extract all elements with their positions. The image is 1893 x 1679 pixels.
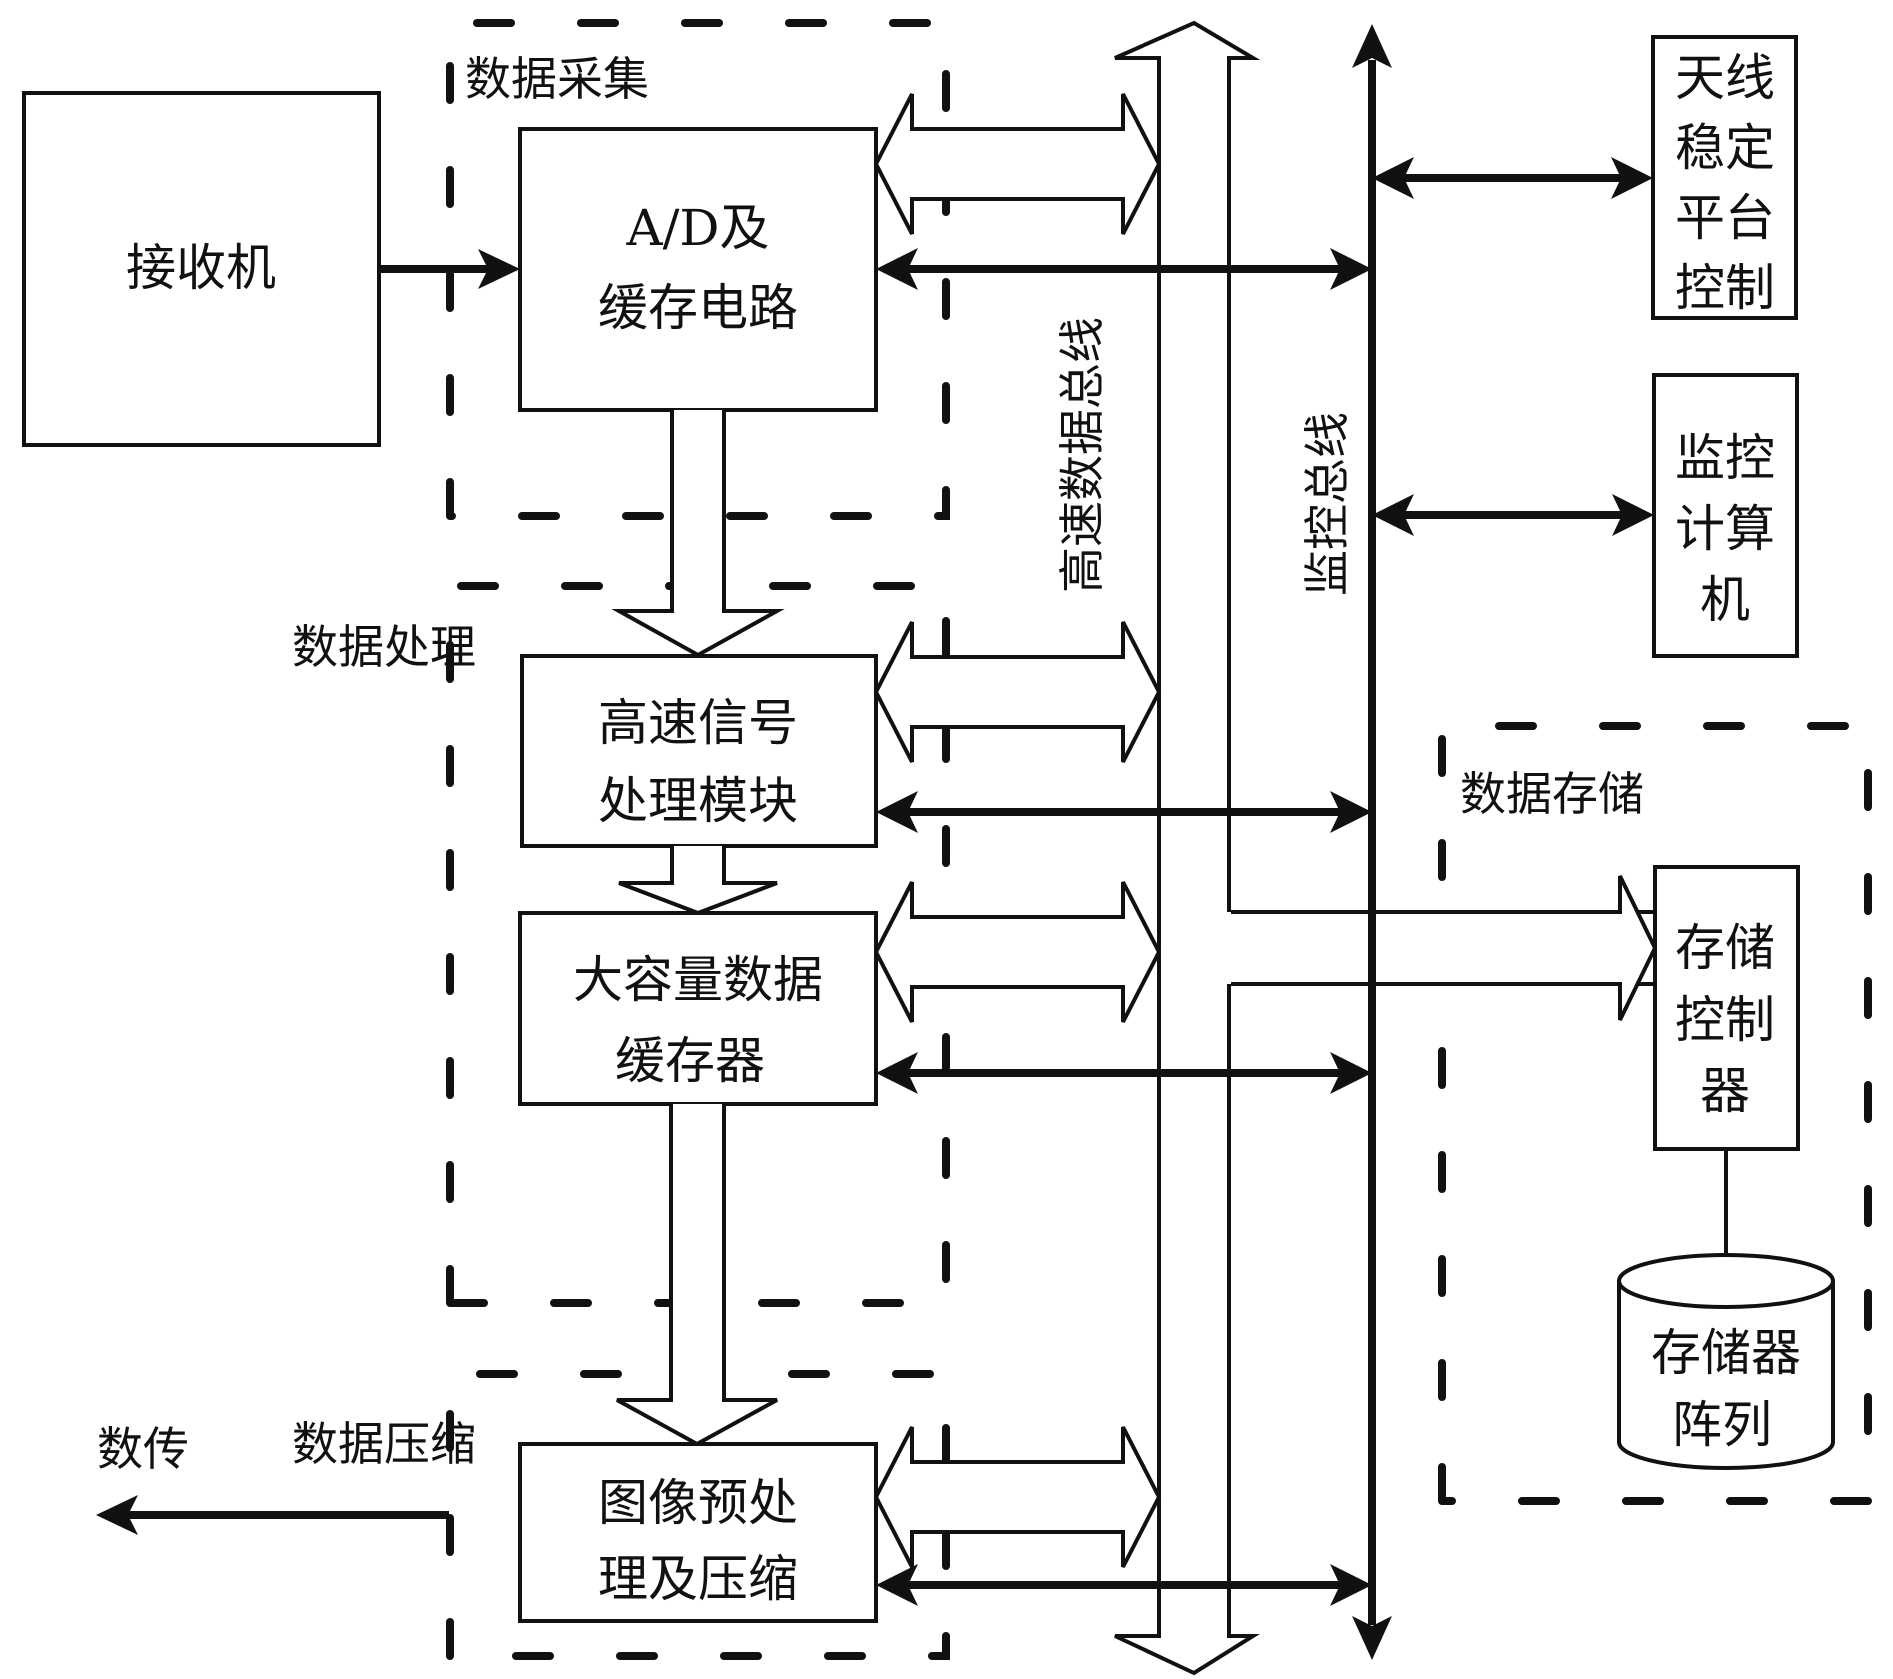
arrow-output-data-transmission: [96, 1495, 449, 1535]
bus-label-monitor: 监控总线: [1300, 412, 1354, 596]
high-speed-data-bus: [1114, 20, 1657, 1676]
block-storage-array-label-line2: 阵列: [1672, 1396, 1772, 1454]
flow-arrow-signal-to-mass: [618, 846, 778, 916]
block-signal-processor[interactable]: 高速信号 处理模块: [520, 654, 878, 848]
block-storage-ctrl-label-line1: 存储: [1675, 919, 1775, 977]
block-monitor-label-line1: 监控: [1675, 429, 1775, 487]
block-mass-label-line2: 缓存器: [615, 1032, 765, 1090]
block-adc-label-line1: A/D及: [625, 199, 769, 257]
block-signal-label-line1: 高速信号: [598, 694, 798, 752]
block-monitor-computer[interactable]: 监控 计算 机: [1652, 373, 1799, 658]
block-receiver[interactable]: 接收机: [22, 91, 381, 447]
block-antenna-label-line4: 控制: [1675, 259, 1775, 317]
flow-arrow-mass-to-image: [616, 1104, 778, 1447]
block-storage-array-label-line1: 存储器: [1651, 1324, 1801, 1382]
block-receiver-label: 接收机: [126, 239, 276, 297]
arrow-receiver-to-adc: [379, 249, 520, 289]
group-label-acquisition: 数据采集: [465, 52, 649, 106]
block-adc-buffer[interactable]: A/D及 缓存电路: [518, 127, 878, 412]
output-label-data-transmission: 数传: [97, 1422, 189, 1476]
flow-arrow-adc-to-signal: [611, 410, 785, 658]
block-storage-controller[interactable]: 存储 控制 器: [1653, 865, 1800, 1151]
block-storage-ctrl-label-line2: 控制: [1675, 991, 1775, 1049]
hollow-link-adc: [873, 93, 1162, 235]
group-label-processing: 数据处理: [292, 620, 476, 674]
block-image-compress[interactable]: 图像预处 理及压缩: [518, 1442, 878, 1623]
hollow-link-image: [873, 1426, 1162, 1568]
control-link-antenna: [1372, 157, 1653, 199]
hollow-link-mass: [873, 881, 1162, 1023]
block-antenna-label-line2: 稳定: [1675, 119, 1775, 177]
block-storage-ctrl-label-line3: 器: [1700, 1062, 1750, 1120]
group-label-compression: 数据压缩: [292, 1417, 476, 1471]
block-signal-label-line2: 处理模块: [598, 772, 798, 830]
block-antenna-control[interactable]: 天线 稳定 平台 控制: [1651, 35, 1798, 320]
monitor-bus: [1352, 24, 1392, 1660]
control-link-image: [876, 1564, 1372, 1606]
group-frame-acquisition: [446, 19, 950, 520]
control-link-adc: [876, 248, 1372, 290]
block-monitor-label-line3: 机: [1700, 571, 1750, 629]
control-link-monitor-computer: [1372, 494, 1654, 536]
group-label-storage: 数据存储: [1460, 767, 1644, 821]
bus-branch-to-storage: [1227, 875, 1658, 1021]
block-adc-label-line2: 缓存电路: [598, 279, 798, 337]
block-mass-label-line1: 大容量数据: [573, 951, 823, 1009]
hollow-link-signal: [873, 621, 1162, 763]
control-link-mass: [876, 1052, 1372, 1094]
block-mass-buffer[interactable]: 大容量数据 缓存器: [518, 911, 878, 1106]
control-link-signal: [876, 791, 1372, 833]
block-image-label-line1: 图像预处: [598, 1474, 798, 1532]
block-antenna-label-line1: 天线: [1675, 49, 1775, 107]
group-frame-processing: [446, 582, 950, 1307]
block-monitor-label-line2: 计算: [1675, 500, 1775, 558]
block-image-label-line2: 理及压缩: [598, 1550, 798, 1608]
block-storage-array[interactable]: 存储器 阵列: [1617, 1253, 1835, 1470]
block-antenna-label-line3: 平台: [1675, 189, 1775, 247]
bus-label-high-speed: 高速数据总线: [1055, 317, 1109, 593]
